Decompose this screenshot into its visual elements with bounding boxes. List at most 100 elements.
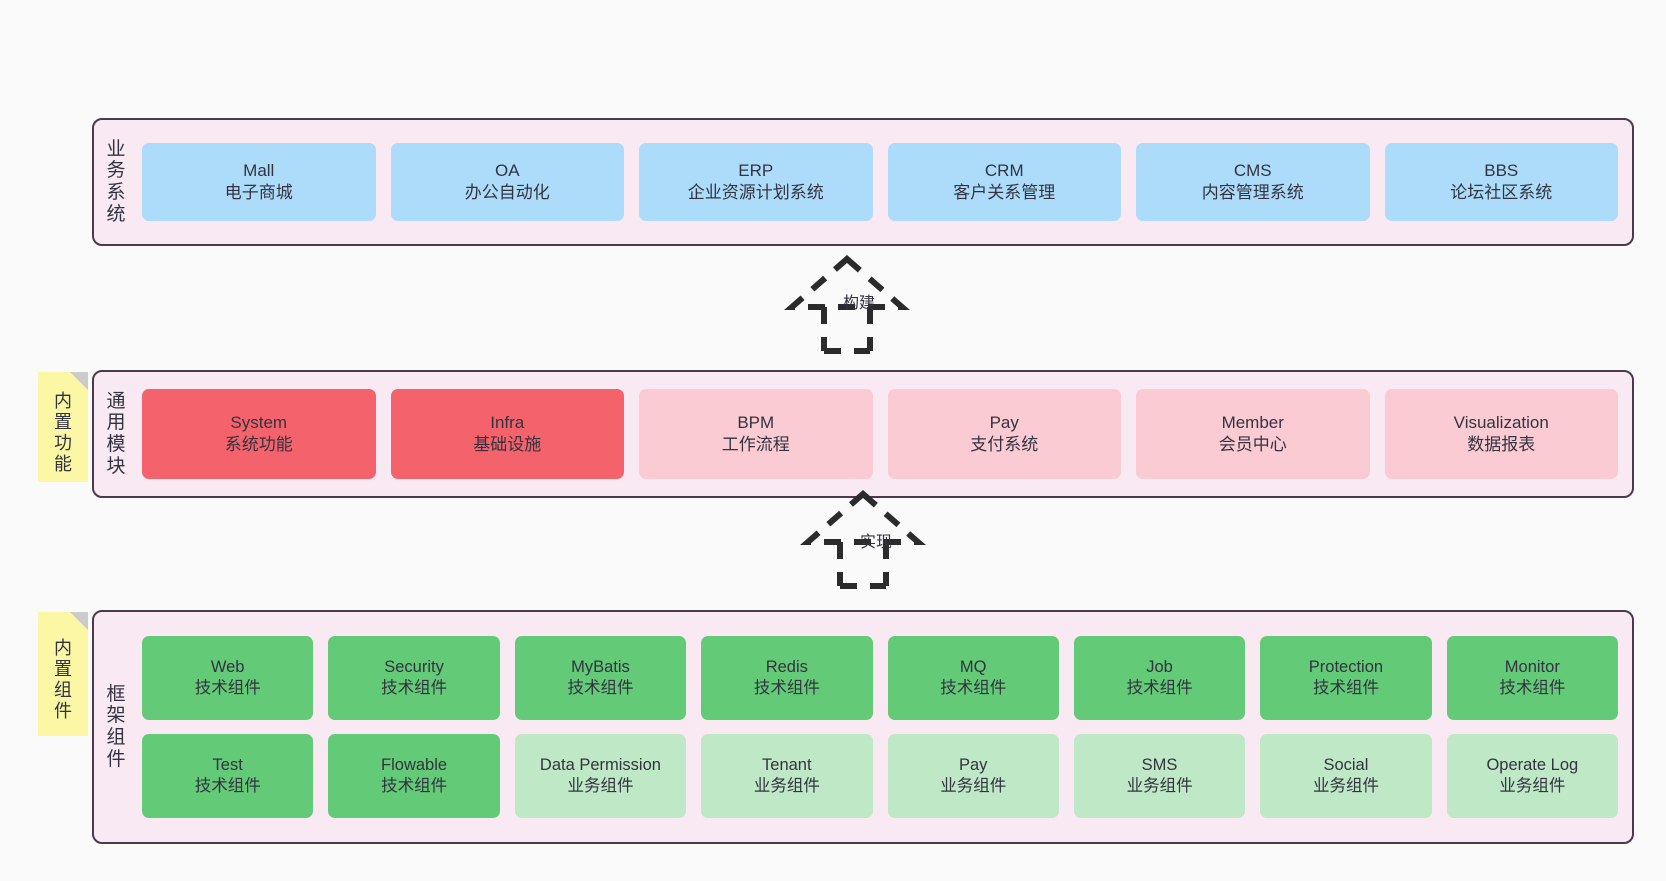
- component-name: Visualization: [1453, 412, 1549, 432]
- layer-label-business-systems: 业务系统: [94, 120, 138, 244]
- component-name: Social: [1323, 755, 1369, 774]
- component-desc: 数据报表: [1467, 435, 1536, 454]
- vertical-label-char-0: 框: [106, 683, 126, 705]
- component-name: Web: [210, 657, 245, 676]
- component-desc: 业务组件: [940, 777, 1007, 795]
- component-desc: 技术组件: [940, 679, 1007, 697]
- vertical-label-char-1: 置: [54, 411, 72, 432]
- component-card-monitor[interactable]: Monitor 技术组件: [1446, 636, 1618, 720]
- vertical-label-char-2: 组: [54, 680, 72, 700]
- sticky-note-builtin-features: 内置功能: [38, 372, 88, 482]
- component-desc: 技术组件: [1499, 679, 1566, 697]
- vertical-label-char-1: 置: [54, 658, 72, 679]
- vertical-label-char-1: 用: [106, 412, 126, 434]
- component-name: Security: [384, 657, 444, 676]
- sticky-note-text: 内置功能: [54, 391, 72, 476]
- component-name: Monitor: [1504, 657, 1560, 676]
- component-card-crm[interactable]: CRM 客户关系管理: [887, 143, 1121, 221]
- component-name: System: [230, 412, 288, 432]
- component-name: CRM: [984, 160, 1024, 180]
- component-desc: 技术组件: [381, 777, 448, 795]
- component-name: Member: [1221, 412, 1284, 432]
- component-card-sms[interactable]: SMS 业务组件: [1073, 734, 1246, 818]
- component-desc: 业务组件: [1126, 777, 1193, 795]
- component-name: Test: [212, 755, 243, 774]
- component-name: ERP: [738, 160, 774, 180]
- component-desc: 业务组件: [1312, 777, 1379, 795]
- component-card-web[interactable]: Web 技术组件: [142, 636, 314, 720]
- vertical-label-char-1: 架: [106, 705, 126, 727]
- component-desc: 内容管理系统: [1201, 183, 1304, 202]
- component-name: Protection: [1308, 657, 1384, 676]
- arrow-head-triangle: [784, 255, 910, 310]
- component-desc: 企业资源计划系统: [687, 183, 824, 202]
- vertical-label-char-2: 模: [106, 434, 126, 455]
- component-name: Operate Log: [1486, 755, 1579, 774]
- component-desc: 基础设施: [473, 435, 542, 454]
- component-desc: 系统功能: [224, 435, 293, 454]
- vertical-label-char-2: 组: [106, 727, 126, 748]
- vertical-label-char-3: 能: [54, 454, 72, 475]
- component-desc: 业务组件: [1499, 777, 1566, 795]
- component-name: Pay: [989, 412, 1019, 432]
- component-desc: 技术组件: [194, 679, 261, 697]
- component-card-data-permission[interactable]: Data Permission 业务组件: [514, 734, 687, 818]
- component-desc: 客户关系管理: [953, 183, 1056, 202]
- component-name: Pay: [958, 755, 988, 774]
- component-desc: 技术组件: [567, 679, 634, 697]
- component-name: OA: [494, 160, 520, 180]
- vertical-label-char-0: 通: [106, 390, 126, 412]
- component-card-security[interactable]: Security 技术组件: [328, 636, 500, 720]
- component-name: Job: [1146, 657, 1173, 676]
- component-card-member[interactable]: Member 会员中心: [1136, 389, 1370, 479]
- component-desc: 会员中心: [1218, 435, 1287, 454]
- sticky-note-builtin-components: 内置组件: [38, 612, 88, 736]
- component-desc: 工作流程: [721, 435, 790, 454]
- component-card-pay[interactable]: Pay 业务组件: [887, 734, 1059, 818]
- component-desc: 电子商城: [224, 183, 293, 202]
- folded-corner-icon: [70, 372, 88, 390]
- layer-label-common-modules: 通用模块: [94, 372, 138, 496]
- component-card-erp[interactable]: ERP 企业资源计划系统: [639, 143, 873, 221]
- component-card-visualization[interactable]: Visualization 数据报表: [1384, 389, 1618, 479]
- component-name: SMS: [1141, 755, 1178, 774]
- arrow-head-triangle: [800, 490, 926, 545]
- vertical-label-char-2: 功: [54, 433, 72, 453]
- vertical-label-char-3: 统: [106, 203, 126, 225]
- vertical-label-char-2: 系: [106, 182, 126, 203]
- vertical-label-char-1: 务: [106, 160, 126, 182]
- component-card-flowable[interactable]: Flowable 技术组件: [328, 734, 500, 818]
- vertical-label-char-0: 内: [54, 390, 72, 411]
- component-desc: 业务组件: [567, 777, 634, 795]
- component-card-social[interactable]: Social 业务组件: [1260, 734, 1432, 818]
- arrow-stem: [821, 307, 873, 354]
- vertical-label-char-0: 业: [106, 138, 126, 160]
- component-card-operate-log[interactable]: Operate Log 业务组件: [1446, 734, 1618, 818]
- component-name: Data Permission: [539, 755, 661, 774]
- component-card-system[interactable]: System 系统功能: [142, 389, 376, 479]
- uml-arrow-build: 构建: [752, 255, 942, 354]
- component-name: Redis: [765, 657, 808, 676]
- component-desc: 技术组件: [381, 679, 448, 697]
- component-desc: 论坛社区系统: [1450, 183, 1553, 202]
- component-name: Flowable: [381, 755, 448, 774]
